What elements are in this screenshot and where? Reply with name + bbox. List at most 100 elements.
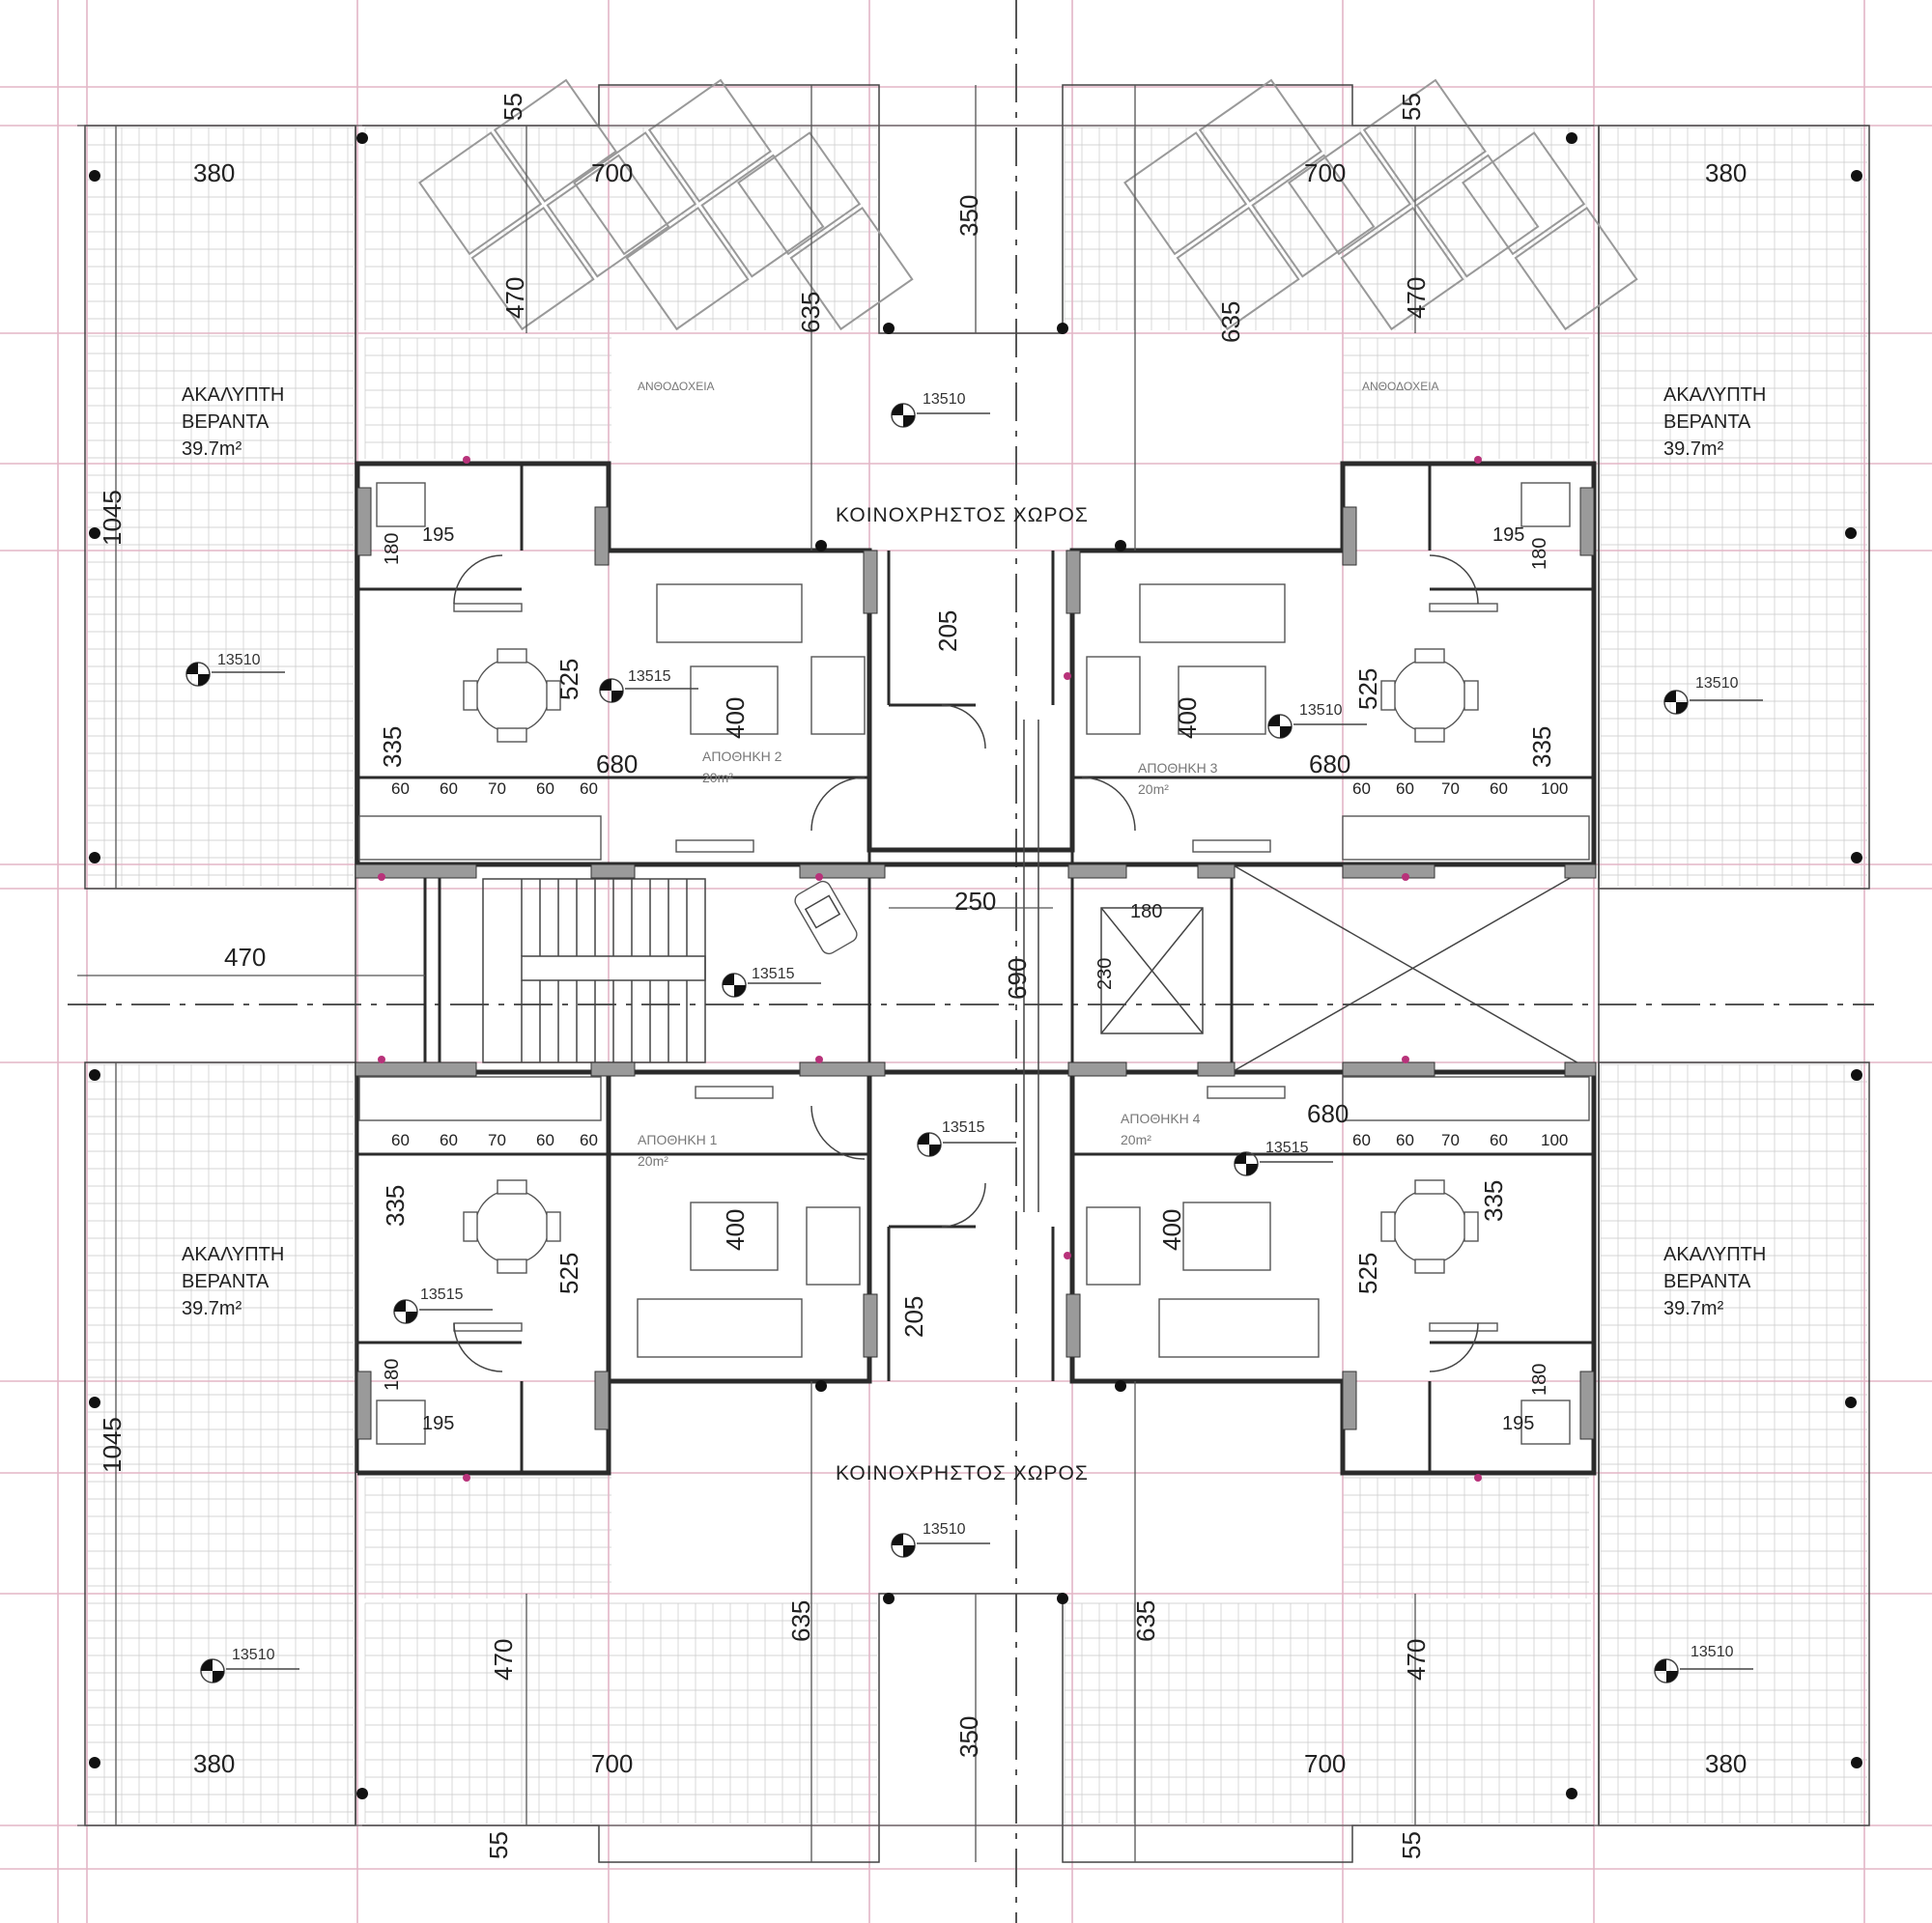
dim-lift-depth: 230 [1094,958,1116,990]
cab-tl-3: 70 [488,779,506,798]
level-balcony-bottom: 13510 [923,1521,966,1538]
doors [453,554,1479,1372]
dim-balcony-depth-br: 635 [1131,1600,1160,1642]
dim-bath-depth-bl: 180 [382,1359,403,1391]
dim-wing-depth-tr: 470 [1402,277,1431,319]
dim-terrace-width-tl: 700 [591,158,633,187]
cab-tr-2: 60 [1396,779,1414,798]
cab-bl-4: 60 [536,1131,554,1149]
veranda-tr-line1: ΑΚΑΛΥΠΤΗ [1663,384,1766,406]
dim-hall-depth-bottom: 205 [899,1296,928,1338]
veranda-tl-line1: ΑΚΑΛΥΠΤΗ [182,384,284,406]
dim-living-depth-tl: 525 [554,659,583,700]
dim-stair-offset: 470 [224,943,266,972]
dim-bath-depth-tl: 180 [382,533,403,565]
dim-bath-depth-br: 180 [1529,1364,1550,1396]
cab-bl-2: 60 [440,1131,458,1149]
veranda-bl-area: 39.7m² [182,1298,242,1319]
veranda-tl-area: 39.7m² [182,438,242,460]
veranda-br-line1: ΑΚΑΛΥΠΤΗ [1663,1244,1766,1265]
dim-step-tl: 55 [498,93,527,121]
dim-recess-depth-bottom: 350 [954,1716,983,1758]
veranda-br-line2: ΒΕΡΑΝΤΑ [1663,1271,1751,1292]
level-living-tr: 13510 [1299,702,1343,719]
columns [355,487,1597,1440]
dim-store-depth-tr: 400 [1173,697,1202,739]
dim-terrace-width-br: 700 [1304,1749,1346,1778]
dim-living-width-tl: 680 [596,749,638,778]
dim-kitchen-depth-br: 335 [1479,1180,1508,1222]
level-balcony-top: 13510 [923,391,966,408]
paving-grid [86,127,1867,1824]
dim-veranda-width-br: 380 [1705,1749,1747,1778]
room-labels: ΚΟΙΝΟΧΡΗΣΤΟΣ ΧΩΡΟΣ ΚΟΙΝΟΧΡΗΣΤΟΣ ΧΩΡΟΣ ΑΚ… [182,380,1766,1485]
dimension-lines [77,85,1864,1862]
veranda-tl-line2: ΒΕΡΑΝΤΑ [182,411,270,433]
level-veranda-tr: 13510 [1695,675,1739,692]
dim-living-depth-tr: 525 [1353,668,1382,710]
level-corridor-bottom: 13515 [942,1119,985,1136]
cab-bl-5: 60 [580,1131,598,1149]
dim-lift-width: 180 [1130,901,1162,922]
cab-tr-5: 100 [1541,779,1568,798]
store-3-area: 20m² [1138,781,1169,797]
cab-tr-1: 60 [1352,779,1371,798]
dim-veranda-width-bl: 380 [193,1749,235,1778]
dim-recess-depth-top: 350 [954,195,983,237]
dim-corridor-width: 250 [954,887,996,916]
dim-kitchen-depth-tl: 335 [378,726,407,768]
shared-space-label-top: ΚΟΙΝΟΧΡΗΣΤΟΣ ΧΩΡΟΣ [836,504,1089,526]
cab-tr-4: 60 [1490,779,1508,798]
dim-hall-depth-top: 205 [933,610,962,652]
dim-wing-depth-bl: 470 [489,1639,518,1681]
veranda-br-area: 39.7m² [1663,1298,1724,1319]
dim-wing-depth-br: 470 [1402,1639,1431,1681]
planter-label-left: ΑΝΘΟΔΟΧΕΙΑ [638,380,715,393]
cab-br-4: 60 [1490,1131,1508,1149]
dim-balcony-depth-bl: 635 [786,1600,815,1642]
planter-label-right: ΑΝΘΟΔΟΧΕΙΑ [1362,380,1439,393]
dim-step-tr: 55 [1397,93,1426,121]
dim-store-depth-tl: 400 [721,697,750,739]
veranda-bl-line1: ΑΚΑΛΥΠΤΗ [182,1244,284,1265]
cab-tl-4: 60 [536,779,554,798]
store-3-label: ΑΠΟΘΗΚΗ 3 [1138,760,1218,776]
dim-balcony-depth-tl: 635 [796,292,825,333]
dim-step-bl: 55 [484,1831,513,1859]
cabinet-dimensions: 60 60 70 60 60 60 60 70 60 100 60 60 70 … [391,779,1568,1149]
dim-bath-width-tr: 195 [1492,524,1524,546]
dim-veranda-length-left-top: 1045 [98,490,127,546]
cab-tl-1: 60 [391,779,410,798]
dim-living-depth-bl: 525 [554,1253,583,1294]
building-walls [355,461,1597,1476]
level-veranda-br: 13510 [1690,1644,1734,1660]
level-living-br: 13515 [1265,1140,1309,1156]
dim-living-width-tr: 680 [1309,749,1350,778]
dim-kitchen-depth-tr: 335 [1527,726,1556,768]
dim-store-depth-br: 400 [1157,1209,1186,1251]
dim-bath-width-br: 195 [1502,1413,1534,1434]
dim-terrace-width-bl: 700 [591,1749,633,1778]
level-veranda-bl: 13510 [232,1647,275,1663]
shared-space-label-bottom: ΚΟΙΝΟΧΡΗΣΤΟΣ ΧΩΡΟΣ [836,1462,1089,1485]
dim-bath-width-bl: 195 [422,1413,454,1434]
dim-corridor-length: 690 [1003,958,1032,1000]
furniture [358,482,1590,1445]
store-2-label: ΑΠΟΘΗΚΗ 2 [702,749,782,764]
store-4-area: 20m² [1121,1132,1151,1147]
veranda-tr-line2: ΒΕΡΑΝΤΑ [1663,411,1751,433]
dim-veranda-width-tr: 380 [1705,158,1747,187]
level-markers [185,403,1763,1683]
veranda-bl-line2: ΒΕΡΑΝΤΑ [182,1271,270,1292]
dim-living-width-br: 680 [1307,1099,1349,1128]
dim-kitchen-depth-bl: 335 [381,1185,410,1227]
cab-br-5: 100 [1541,1131,1568,1149]
veranda-tr-area: 39.7m² [1663,438,1724,460]
dimension-labels: 380 700 700 380 380 700 700 380 350 350 … [98,93,1747,1859]
cab-bl-1: 60 [391,1131,410,1149]
dim-store-depth-bl: 400 [721,1209,750,1251]
dim-wing-depth-tl: 470 [500,277,529,319]
cab-tr-3: 70 [1441,779,1460,798]
store-1-area: 20m² [638,1153,668,1169]
